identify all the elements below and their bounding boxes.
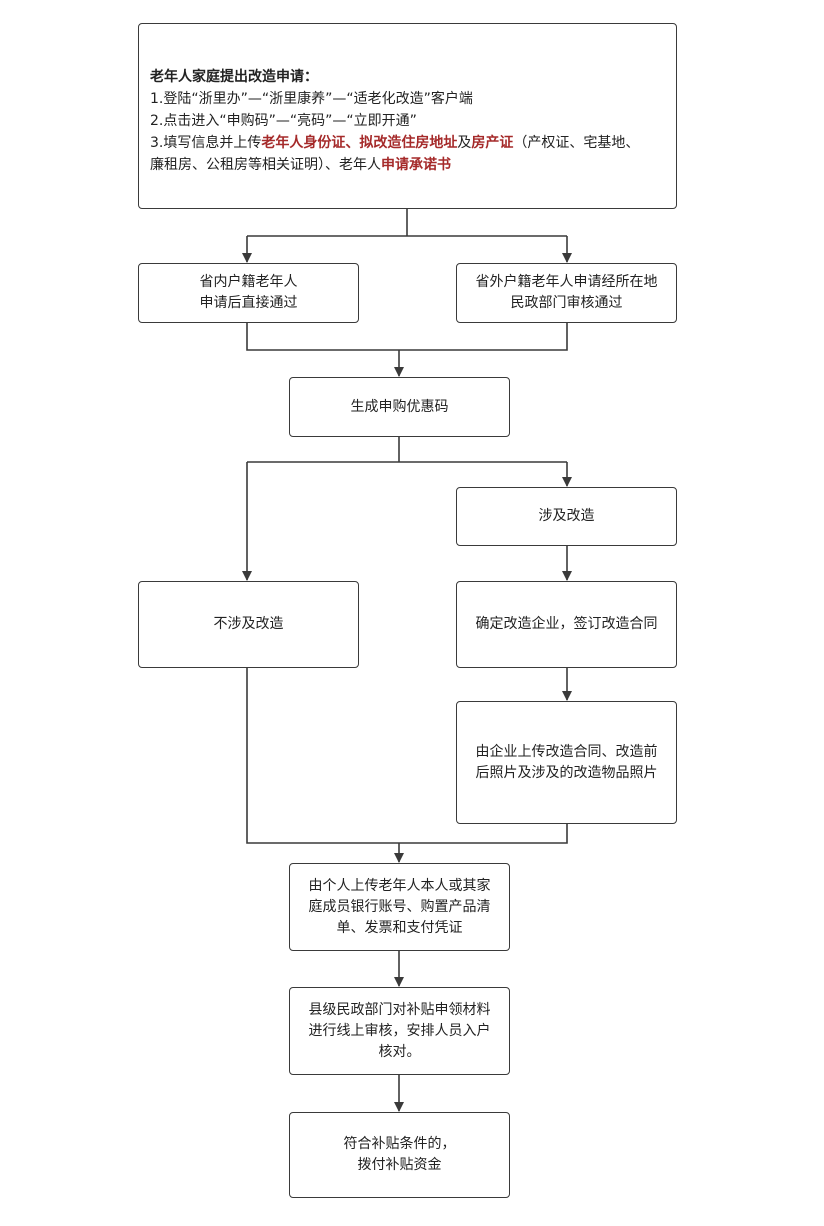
step3-highlight-id-card: 老年人身份证	[261, 135, 346, 151]
step3-sep: 、	[345, 135, 360, 151]
company-upload-line-2: 后照片及涉及的改造物品照片	[475, 764, 658, 781]
involves-renovation-label: 涉及改造	[538, 508, 595, 524]
step3-text-d: 廉租房、公租房等相关证明）、老年人	[150, 157, 381, 173]
application-instructions-box: 老年人家庭提出改造申请： 1.登陆“浙里办”—“浙里康养”—“适老化改造”客户端…	[138, 23, 677, 209]
disburse-line-2: 拨付补贴资金	[357, 1157, 442, 1173]
disburse-funds-node: 符合补贴条件的， 拨付补贴资金	[289, 1112, 510, 1198]
generate-code-label: 生成申购优惠码	[350, 398, 449, 415]
step3-text-a: 3.填写信息并上传	[150, 135, 262, 151]
edge-left-down-merge	[246, 667, 568, 844]
step3-highlight-pledge: 申请承诺书	[381, 157, 451, 173]
in-province-node: 省内户籍老年人 申请后直接通过	[138, 263, 359, 323]
intro-heading: 老年人家庭提出改造申请：	[150, 69, 318, 85]
intro-step-2: 2.点击进入“申购码”—“亮码”—“立即开通”	[150, 113, 417, 129]
in-province-line-2: 申请后直接通过	[199, 295, 298, 311]
county-review-node: 县级民政部门对补贴申领材料 进行线上审核，安排人员入户 核对。	[289, 987, 510, 1075]
no-renovation-node: 不涉及改造	[138, 581, 359, 668]
personal-upload-line-2: 庭成员银行账号、购置产品清	[308, 898, 491, 915]
county-review-line-3: 核对。	[378, 1043, 421, 1060]
county-review-line-1: 县级民政部门对补贴申领材料	[308, 1001, 491, 1018]
personal-upload-node: 由个人上传老年人本人或其家 庭成员银行账号、购置产品清 单、发票和支付凭证	[289, 863, 510, 951]
step3-highlight-deed: 房产证	[471, 135, 514, 151]
no-renovation-label: 不涉及改造	[213, 616, 284, 632]
personal-upload-line-1: 由个人上传老年人本人或其家	[308, 877, 491, 894]
disburse-line-1: 符合补贴条件的，	[343, 1136, 456, 1152]
company-upload-node: 由企业上传改造合同、改造前 后照片及涉及的改造物品照片	[456, 701, 677, 824]
step3-text-c: （产权证、宅基地、	[513, 135, 640, 151]
confirm-company-node: 确定改造企业，签订改造合同	[456, 581, 677, 668]
involves-renovation-node: 涉及改造	[456, 487, 677, 546]
confirm-company-label: 确定改造企业，签订改造合同	[475, 616, 658, 632]
intro-step-1: 1.登陆“浙里办”—“浙里康养”—“适老化改造”客户端	[150, 91, 473, 107]
edge-merge-top	[246, 322, 568, 351]
intro-step-3-line-2: 廉租房、公租房等相关证明）、老年人申请承诺书	[150, 154, 639, 176]
generate-code-node: 生成申购优惠码	[289, 377, 510, 437]
out-province-line-1: 省外户籍老年人申请经所在地	[475, 274, 658, 290]
intro-step-3-line-1: 3.填写信息并上传老年人身份证、拟改造住房地址及房产证（产权证、宅基地、	[150, 132, 639, 154]
in-province-line-1: 省内户籍老年人	[199, 274, 298, 290]
step3-text-b: 及	[457, 135, 472, 151]
personal-upload-line-3: 单、发票和支付凭证	[336, 919, 463, 936]
company-upload-line-1: 由企业上传改造合同、改造前	[475, 743, 658, 760]
county-review-line-2: 进行线上审核，安排人员入户	[308, 1022, 491, 1039]
step3-highlight-address: 拟改造住房地址	[359, 135, 458, 151]
out-province-node: 省外户籍老年人申请经所在地 民政部门审核通过	[456, 263, 677, 323]
out-province-line-2: 民政部门审核通过	[510, 295, 623, 311]
